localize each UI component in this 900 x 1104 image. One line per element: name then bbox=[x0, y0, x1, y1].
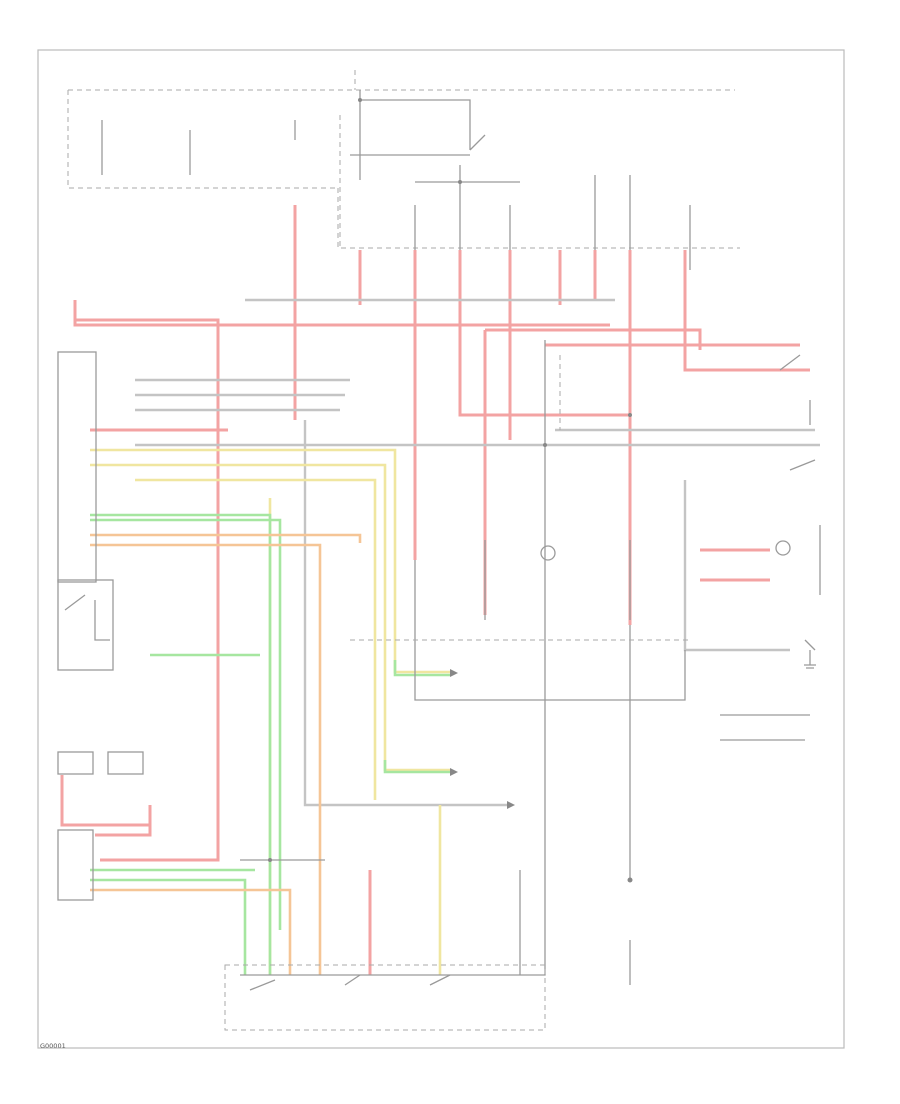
headlight-relay-block bbox=[57, 579, 114, 671]
left-fuse-group bbox=[101, 120, 296, 175]
fuse-block-small-left bbox=[57, 751, 94, 775]
fuse-block-small bbox=[107, 751, 144, 775]
ground-symbol bbox=[804, 650, 816, 669]
connector-arrows bbox=[450, 669, 515, 809]
fuse-box-outline bbox=[67, 89, 740, 249]
green-wires bbox=[90, 513, 450, 975]
red-power-wires bbox=[60, 205, 810, 975]
lamp-symbols bbox=[484, 540, 791, 620]
daytime-running-light-module bbox=[57, 351, 97, 583]
connector-block bbox=[57, 829, 94, 901]
combination-switch-outline bbox=[224, 964, 546, 1031]
signal-wires bbox=[240, 340, 821, 985]
footer-code: G00001 bbox=[40, 1042, 66, 1050]
gray-wires bbox=[135, 298, 820, 807]
combination-switch-contacts bbox=[249, 974, 451, 991]
fuse-row-bus bbox=[414, 165, 691, 270]
diagram-frame bbox=[37, 49, 845, 1049]
relay-contact-symbol bbox=[64, 594, 110, 641]
orange-wires bbox=[90, 533, 362, 975]
inner-dashed-boundaries bbox=[350, 355, 690, 641]
splice-points bbox=[268, 98, 633, 883]
headlight-relay-contacts bbox=[350, 90, 486, 180]
